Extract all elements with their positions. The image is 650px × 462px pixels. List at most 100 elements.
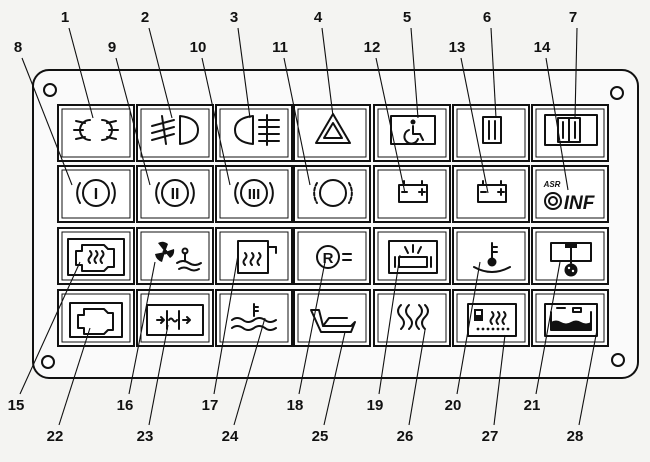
indicator-cell [373, 289, 451, 347]
brake-stage-2-icon: II [155, 179, 195, 207]
brake-wear-icon [313, 179, 353, 207]
leader-line [233, 317, 266, 426]
engine-check-icon [69, 302, 123, 338]
indicator-cell [57, 165, 135, 223]
number-label: 12 [364, 39, 381, 56]
coolant-tank-icon [544, 303, 598, 337]
indicator-cell [293, 165, 371, 223]
door-open-icon [482, 116, 502, 144]
mount-hole-top-left [43, 83, 57, 97]
leader-line [578, 329, 598, 426]
number-label: 7 [569, 9, 577, 26]
number-label: 1 [61, 9, 69, 26]
brake-stage-1-text: I [94, 186, 98, 203]
leader-lines [19, 27, 598, 426]
number-label: 20 [445, 397, 462, 414]
engine-preheat-icon [67, 238, 125, 276]
leader-line [115, 57, 151, 186]
indicator-cell [452, 104, 530, 162]
leader-line [19, 261, 81, 395]
number-label: 11 [272, 39, 288, 56]
inf-text: INF [564, 193, 596, 214]
brake-stage-2-text: II [171, 186, 180, 203]
indicator-cell [136, 227, 214, 285]
number-label: 15 [8, 397, 25, 414]
indicator-cell [136, 165, 214, 223]
leader-line [21, 57, 73, 186]
number-label: 24 [222, 428, 239, 445]
number-label: 9 [108, 39, 116, 56]
leader-line [148, 27, 173, 119]
parking-lights-icon [73, 119, 119, 141]
mount-hole-bottom-left [41, 355, 55, 369]
indicator-icons: I II III [67, 113, 598, 338]
driver-seat-icon [310, 309, 356, 333]
leader-line [128, 261, 156, 395]
leader-line [58, 327, 91, 426]
leader-line [375, 57, 406, 194]
leader-line [323, 331, 346, 426]
leader-line [408, 329, 426, 426]
number-label: 26 [397, 428, 414, 445]
oil-pressure-icon [550, 242, 592, 277]
indicator-cell [215, 289, 293, 347]
indicator-cell [215, 165, 293, 223]
brake-stage-1-icon: I [76, 179, 116, 207]
brake-stage-3-text: III [248, 186, 261, 203]
asr-text: ASR [543, 180, 561, 189]
mount-hole-bottom-right [611, 353, 625, 367]
number-label: 23 [137, 428, 154, 445]
indicator-cell [373, 165, 451, 223]
indicator-grid [57, 104, 609, 347]
leader-line [456, 261, 481, 395]
number-label: 19 [367, 397, 384, 414]
asr-inf-icon: ASR INF [543, 180, 596, 214]
leader-line [201, 57, 231, 186]
indicator-cell [136, 289, 214, 347]
air-filter-icon [467, 303, 517, 337]
fog-light-icon [234, 114, 280, 146]
number-label: 14 [534, 39, 551, 56]
indicator-cell [293, 227, 371, 285]
leader-line [283, 57, 311, 186]
leader-line [68, 27, 94, 119]
fan-coolant-icon [155, 241, 202, 272]
leader-line [460, 57, 489, 194]
number-label: 28 [567, 428, 584, 445]
coolant-temperature-icon [473, 242, 511, 273]
number-label: 2 [141, 9, 149, 26]
number-label: 25 [312, 428, 329, 445]
number-label: 5 [403, 9, 411, 26]
brake-stage-3-icon: III [234, 179, 274, 207]
indicator-cell [57, 104, 135, 162]
leader-line [535, 261, 561, 395]
leader-line [321, 27, 334, 117]
leader-line [237, 27, 251, 119]
leader-line [298, 261, 326, 395]
number-label: 22 [47, 428, 64, 445]
number-label: 16 [117, 397, 134, 414]
number-label: 13 [449, 39, 466, 56]
leader-line [378, 254, 401, 395]
indicator-cell [293, 104, 371, 162]
retarder-text: R [323, 250, 334, 267]
number-label: 17 [202, 397, 219, 414]
ecas-icon [397, 304, 429, 330]
leader-line [545, 57, 569, 191]
number-label: 18 [287, 397, 304, 414]
disabled-access-icon [390, 115, 436, 145]
indicator-cell [452, 165, 530, 223]
number-label: 21 [524, 397, 541, 414]
indicator-cell [531, 165, 609, 223]
number-label: 10 [190, 39, 207, 56]
leader-line [574, 27, 578, 119]
number-label: 3 [230, 9, 238, 26]
coolant-level-icon [231, 303, 277, 331]
number-label: 27 [482, 428, 499, 445]
battery-charge-2-icon [477, 180, 507, 203]
leader-line [148, 324, 169, 426]
number-label: 6 [483, 9, 491, 26]
retarder-icon: R [316, 245, 352, 269]
